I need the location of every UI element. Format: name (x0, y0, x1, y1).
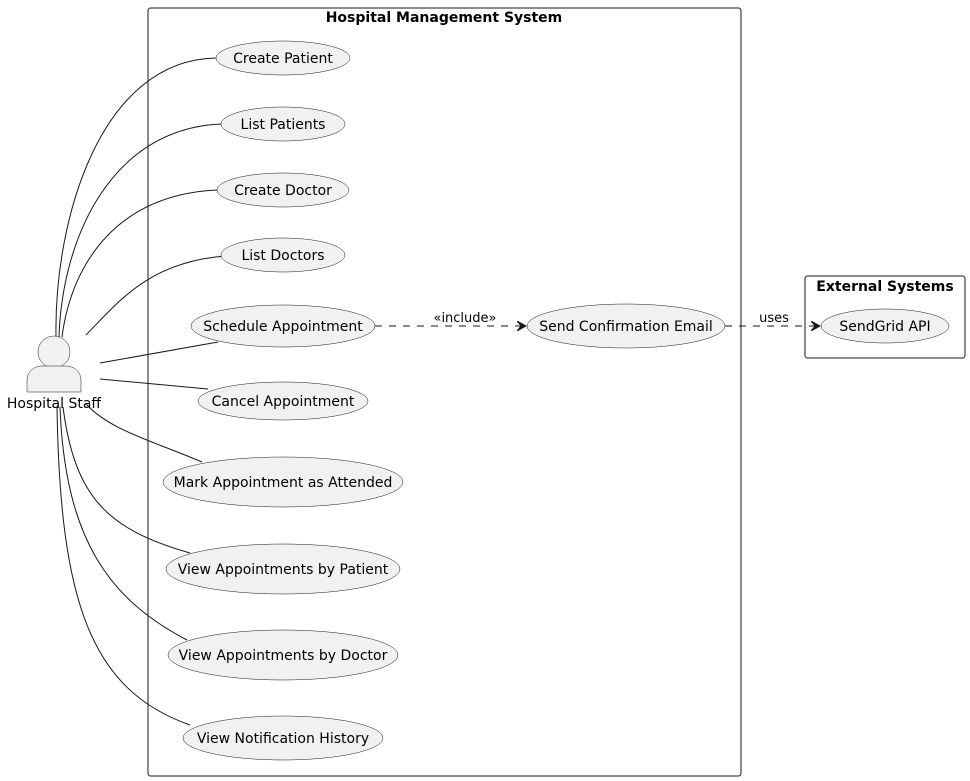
association-view-by-doctor (59, 406, 188, 641)
association-create-doctor (61, 189, 219, 338)
use-case-label: Cancel Appointment (212, 394, 355, 410)
system-boundary-ext: External Systems (804, 275, 966, 359)
use-case-sendgrid-api[interactable]: SendGrid API (820, 308, 950, 344)
use-case-label: List Patients (241, 117, 326, 133)
dependencies: «include» uses (375, 311, 820, 326)
association-cancel-appointment (99, 378, 209, 390)
actor-label: Hospital Staff (7, 396, 102, 412)
associations (55, 57, 226, 726)
use-case-list-doctors[interactable]: List Doctors (220, 237, 346, 273)
use-case-view-by-patient[interactable]: View Appointments by Patient (165, 543, 401, 595)
use-case-schedule-appointment[interactable]: Schedule Appointment (190, 304, 376, 348)
use-case-send-confirmation-email[interactable]: Send Confirmation Email (526, 303, 726, 349)
use-case-list-patients[interactable]: List Patients (220, 106, 346, 142)
association-list-patients (58, 123, 223, 338)
use-case-label: List Doctors (241, 248, 324, 264)
use-case-cancel-appointment[interactable]: Cancel Appointment (197, 381, 369, 421)
use-case-mark-attended[interactable]: Mark Appointment as Attended (162, 456, 404, 508)
association-mark-attended (85, 403, 203, 463)
use-case-label: View Appointments by Patient (178, 562, 389, 578)
actor-hospital-staff[interactable]: Hospital Staff (7, 335, 102, 412)
system-title-ext: External Systems (816, 279, 953, 295)
use-case-view-notification-history[interactable]: View Notification History (182, 715, 384, 761)
use-case-label: Schedule Appointment (203, 319, 363, 335)
dependency-include-label: «include» (433, 311, 496, 326)
use-case-label: Create Patient (233, 51, 333, 67)
system-boundary-hms: Hospital Management System (147, 7, 742, 777)
system-title-hms: Hospital Management System (326, 10, 563, 26)
use-case-label: SendGrid API (839, 319, 930, 335)
association-list-doctors (85, 255, 226, 336)
association-view-by-patient (62, 406, 191, 554)
use-case-label: Send Confirmation Email (539, 319, 713, 335)
association-create-patient (55, 57, 217, 338)
use-case-view-by-doctor[interactable]: View Appointments by Doctor (167, 629, 399, 681)
association-view-notification-history (56, 406, 191, 726)
use-case-label: View Notification History (197, 731, 369, 747)
use-case-label: Create Doctor (234, 183, 332, 199)
use-case-create-doctor[interactable]: Create Doctor (216, 172, 350, 208)
use-case-create-patient[interactable]: Create Patient (215, 40, 351, 76)
actor-icon (26, 335, 82, 393)
use-case-label: View Appointments by Doctor (179, 648, 388, 664)
use-case-label: Mark Appointment as Attended (174, 475, 393, 491)
association-schedule-appointment (99, 341, 219, 364)
dependency-uses-label: uses (759, 311, 789, 326)
